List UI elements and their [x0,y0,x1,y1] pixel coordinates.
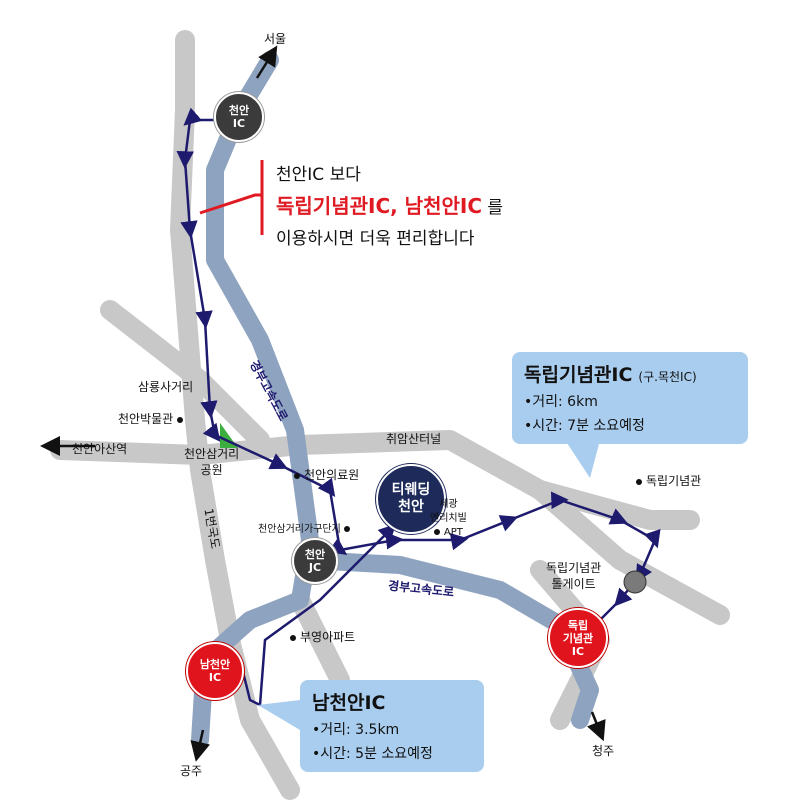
dongnip-info-title: 독립기념관IC [524,364,633,386]
cheonan-ic-line-2: IC [232,117,246,130]
sejong-apt-line-3: APT [443,527,463,538]
label-chwiamsan-tunnel: 취암산터널 [386,432,442,446]
cheonan-museum-text: 천안박물관 [118,412,174,426]
notice-highlight: 독립기념관IC, 남천안IC [276,194,482,218]
label-buyoung-apt: 부영아파트 [290,628,355,645]
namcheonan-info-time: •시간: 5분 소요예정 [312,746,433,762]
notice-pointer [199,193,262,215]
recommended-routes [176,107,661,707]
independence-hall-dot [636,478,642,485]
namcheonan-ic-line-2: IC [208,671,222,684]
destination-line-1: 티웨딩 [391,482,431,498]
buyoung-apt-text: 부영아파트 [300,630,356,644]
apt-dot [433,529,440,535]
namcheonan-box-pointer [258,700,300,730]
cheonan-jc-line-1: 천안 [304,548,326,561]
route-from-namcheonan [238,523,397,707]
label-cheongju: 청주 [592,744,615,758]
medical-dot [294,472,300,479]
dongnip-tollgate-marker [623,570,647,594]
label-independence-hall: 독립기념관 [636,472,701,489]
arrow-gongju [190,729,210,762]
label-samryong: 삼룡사거리 [138,380,194,394]
arrow-cheongju [587,711,606,742]
museum-dot [177,416,184,423]
notice-line-3: 이용하시면 더욱 편리합니다 [276,229,475,249]
dongnip-info-time: •시간: 7분 소요예정 [524,418,645,434]
namcheonan-ic-line-1: 남천안 [199,658,231,671]
notice-line-2-suffix: 를 [482,198,504,218]
furniture-complex-text: 천안삼거리가구단지 [258,524,341,535]
cheonan-jc-line-2: JC [308,561,322,574]
samgeori-park-line-2: 공원 [200,463,223,477]
tollgate-line-1: 독립기념관 [546,561,602,575]
destination-line-2: 천안 [398,499,424,515]
buyoung-dot [290,634,296,641]
label-seoul: 서울 [264,32,287,46]
label-furniture-complex: 천안삼거리가구단지 [258,520,354,535]
sejong-apt-line-1: 세광 [439,499,458,510]
label-cheonan-asan-station: 천안아산역 [72,442,128,456]
tollgate-line-2: 톨게이트 [551,577,596,591]
dongnip-info-title-row: 독립기념관IC (구.목천IC) [524,360,736,387]
independence-hall-text: 독립기념관 [646,474,702,488]
arrow-seoul [255,45,278,79]
route-from-cheonan-ic [176,107,661,666]
dongnip-info-distance: •거리: 6km [524,394,598,410]
dongnip-info-subtitle: (구.목천IC) [638,370,697,384]
sejong-apt-line-2: 엔리치빌 [430,513,467,524]
notice-line-2: 독립기념관IC, 남천안IC 를 [276,191,503,224]
notice-line-1: 천안IC 보다 [276,165,361,185]
label-cheonan-museum: 천안박물관 [118,410,187,427]
cheonan-medical-text: 천안의료원 [304,468,360,482]
namcheonan-info-title: 남천안IC [312,692,386,714]
dongnip-ic-line-3: IC [571,644,585,658]
dongnip-ic-line-1: 독립 [567,618,589,632]
label-gongju: 공주 [180,764,203,778]
samgeori-park-line-1: 천안삼거리 [184,447,240,461]
dongnip-box-pointer [565,440,600,478]
label-cheonan-medical: 천안의료원 [294,466,359,483]
cheonan-ic-line-1: 천안 [228,104,250,117]
namcheonan-info-distance: •거리: 3.5km [312,722,400,738]
furniture-dot [344,526,350,532]
dongnip-ic-line-2: 기념관 [562,631,594,645]
dongnip-info-box: 독립기념관IC (구.목천IC) •거리: 6km •시간: 7분 소요예정 [512,352,748,444]
notice-text: 천안IC 보다 독립기념관IC, 남천안IC 를 이용하시면 더욱 편리합니다 [276,160,503,255]
namcheonan-info-box: 남천안IC •거리: 3.5km •시간: 5분 소요예정 [300,680,484,772]
